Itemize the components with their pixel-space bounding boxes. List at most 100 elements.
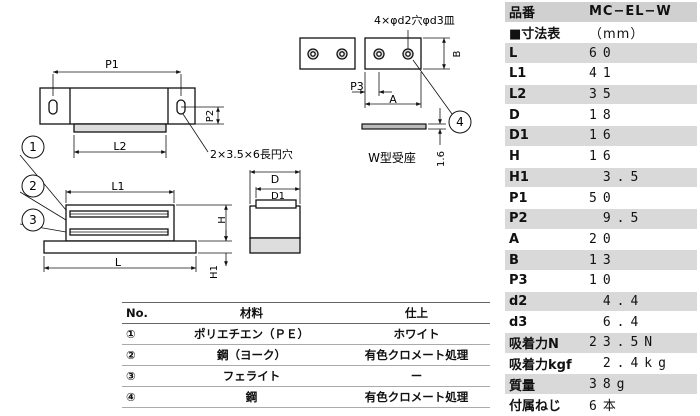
dim-p1-label: P1 [105, 58, 119, 71]
spec-row-value: 13 [585, 249, 697, 271]
technical-drawing: P1 P2 L2 2×3.5×6長円穴 L1 H H1 L 1 2 [19, 13, 472, 279]
spec-row: P2 9.5 [505, 208, 697, 230]
svg-text:3: 3 [29, 213, 37, 227]
spec-section-label: ■寸法表 [505, 22, 585, 44]
spec-row-label: B [505, 249, 585, 271]
materials-cell-no: ② [122, 344, 160, 366]
spec-row-label: P2 [505, 208, 585, 230]
strike-plate-top-view [299, 37, 422, 70]
spec-header-value: MC−EL−W [585, 2, 697, 23]
spec-row-value: 10 [585, 270, 697, 292]
dim-thickness-label: 1.6 [436, 151, 447, 167]
spec-row-label: d3 [505, 311, 585, 333]
spec-section-value: （mm） [585, 22, 697, 44]
materials-cell-finish: 有色クロメート処理 [343, 344, 490, 366]
materials-cell-finish: ホワイト [343, 323, 490, 345]
spec-row-label: L [505, 42, 585, 65]
materials-header-no: No. [122, 302, 160, 324]
dim-d1-label: D1 [271, 191, 285, 202]
slot-note: 2×3.5×6長円穴 [210, 147, 293, 161]
spec-row-value: 16 [585, 125, 697, 147]
callout-3: 3 [21, 208, 45, 232]
materials-cell-finish: 有色クロメート処理 [343, 386, 490, 408]
materials-header-material: 材料 [160, 302, 343, 324]
spec-row-value: 38g [585, 373, 697, 396]
materials-cell-material: ポリエチエン（ＰＥ） [160, 323, 343, 345]
dim-h1-label: H1 [209, 265, 220, 279]
dim-b-label: B [452, 50, 463, 57]
materials-cell-finish: ー [343, 365, 490, 387]
catch-top-view [39, 87, 196, 133]
materials-cell-material: 鋼（ヨーク） [160, 344, 343, 366]
spec-header-label: 品番 [505, 2, 585, 23]
spec-row-value: 16 [585, 146, 697, 168]
spec-row-value: 3.5 [585, 167, 697, 189]
spec-row-value: 9.5 [585, 208, 697, 230]
catch-front-view [43, 204, 197, 254]
spec-row-label: H [505, 146, 585, 168]
spec-row-value: 35 [585, 84, 697, 106]
holes-note: 4×φd2穴φd3皿 [374, 13, 455, 27]
callout-1: 1 [21, 135, 45, 159]
spec-row-label: d2 [505, 291, 585, 313]
spec-row: d2 4.4 [505, 291, 697, 313]
spec-row-label: P1 [505, 187, 585, 209]
materials-cell-no: ④ [122, 386, 160, 408]
spec-row-label: D [505, 104, 585, 127]
catch-side-view [249, 199, 301, 254]
spec-row-value: 6.4 [585, 311, 697, 333]
spec-row-value: 23.5N [585, 332, 697, 354]
spec-row: H1 3.5 [505, 167, 697, 189]
spec-row-value: 20 [585, 229, 697, 251]
spec-row-label: L1 [505, 63, 585, 85]
spec-row-value: 6本 [585, 394, 697, 416]
spec-row-label: A [505, 229, 585, 251]
materials-cell-no: ① [122, 323, 160, 345]
svg-text:4: 4 [456, 115, 464, 129]
materials-header-row: No. 材料 仕上 [122, 302, 490, 324]
strike-plate-side-view [361, 123, 427, 130]
spec-row-label: L2 [505, 84, 585, 106]
dim-l-label: L [115, 256, 122, 269]
spec-row-label: 質量 [505, 373, 585, 396]
spec-section-row: ■寸法表 （mm） [505, 22, 697, 44]
materials-cell-no: ③ [122, 365, 160, 387]
materials-cell-material: 鋼 [160, 386, 343, 408]
svg-text:2: 2 [29, 179, 37, 193]
spec-row: d3 6.4 [505, 311, 697, 333]
spec-row-label: 付属ねじ [505, 394, 585, 416]
spec-row-label: 吸着力kgf [505, 353, 585, 375]
spec-row-label: H1 [505, 167, 585, 189]
dim-a-label: A [389, 93, 397, 106]
spec-row-value: 60 [585, 42, 697, 65]
spec-row-value: 18 [585, 104, 697, 127]
svg-text:1: 1 [29, 140, 37, 154]
dim-l2-label: L2 [113, 140, 126, 153]
dim-h-label: H [217, 216, 228, 224]
spec-header-row: 品番 MC−EL−W [505, 2, 697, 23]
callout-2: 2 [21, 174, 45, 198]
spec-row-value: 2.4kg [585, 353, 697, 375]
strike-plate-name: W型受座 [368, 150, 416, 165]
spec-row-label: P3 [505, 270, 585, 292]
dim-p2-label: P2 [205, 110, 216, 122]
dim-l1-label: L1 [111, 180, 124, 193]
